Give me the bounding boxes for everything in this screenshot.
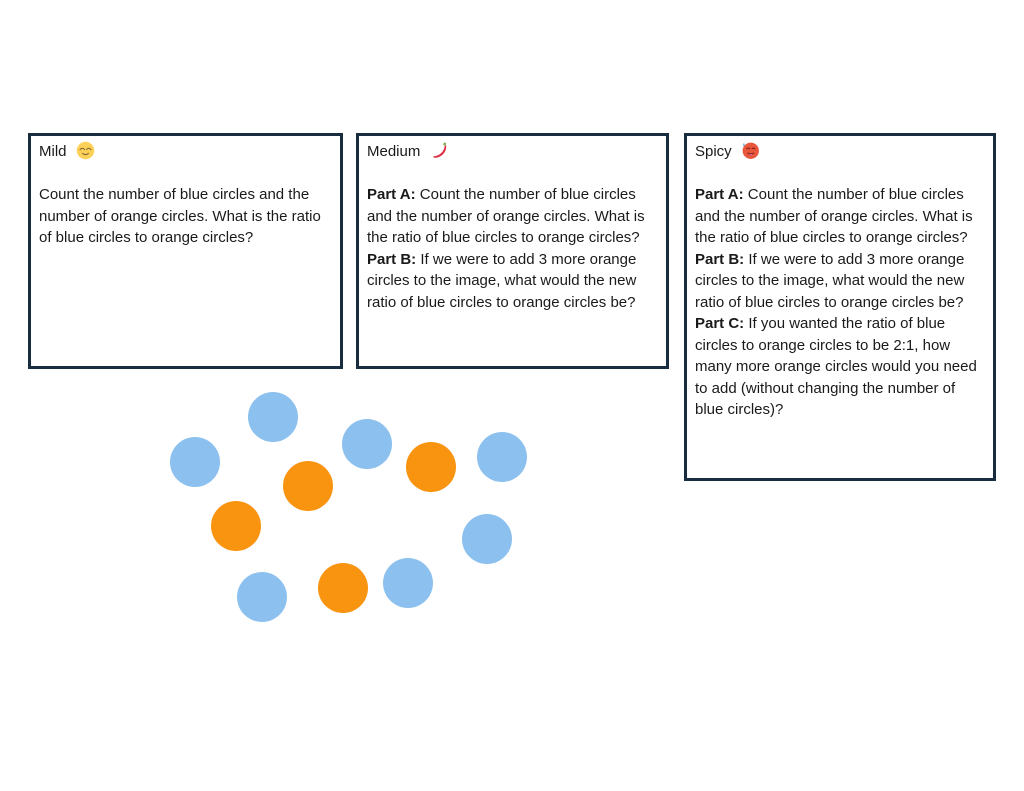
question-part: Part A: Count the number of blue circles…: [695, 184, 984, 249]
orange-circle: [283, 461, 333, 511]
part-label: Part B:: [695, 250, 745, 268]
spicy-card: Spicy Part A: Count the number of blue c…: [684, 133, 996, 481]
difficulty-label: Mild: [39, 143, 67, 160]
question-text: Part A: Count the number of blue circles…: [367, 184, 657, 313]
orange-circle: [318, 563, 368, 613]
orange-circle: [406, 442, 456, 492]
blue-circle: [477, 432, 527, 482]
medium-card: Medium Part A: Count the number of blue …: [356, 133, 669, 369]
part-label: Part A:: [695, 186, 744, 203]
part-text: If we were to add 3 more orange circles …: [367, 250, 637, 311]
question-part: Part A: Count the number of blue circles…: [367, 184, 657, 249]
blue-circle: [248, 392, 298, 442]
orange-circle: [211, 501, 261, 551]
blue-circle: [342, 419, 392, 469]
title-body-gap: [39, 163, 331, 185]
part-label: Part B:: [367, 250, 417, 268]
mild-card: Mild Count the number of blue circles an…: [28, 133, 343, 369]
question-part: Part B: If we were to add 3 more orange …: [367, 249, 657, 314]
part-label: Part A:: [367, 186, 416, 203]
blue-circle: [383, 558, 433, 608]
difficulty-label: Spicy: [695, 143, 732, 160]
difficulty-label: Medium: [367, 143, 421, 160]
card-title: Mild: [39, 141, 331, 163]
question-part: Part B: If we were to add 3 more orange …: [695, 249, 984, 314]
part-text: Count the number of blue circles and the…: [39, 186, 321, 246]
hot-face-emoji: [741, 141, 760, 160]
question-text: Count the number of blue circles and the…: [39, 184, 331, 249]
part-text: Count the number of blue circles and the…: [367, 186, 645, 246]
blue-circle: [237, 572, 287, 622]
part-label: Part C:: [695, 315, 745, 332]
title-body-gap: [367, 163, 657, 185]
hot-pepper-emoji: [430, 141, 449, 160]
relieved-face-emoji: [76, 141, 95, 160]
question-text: Part A: Count the number of blue circles…: [695, 184, 984, 421]
part-text: Count the number of blue circles and the…: [695, 186, 973, 246]
card-title: Spicy: [695, 141, 984, 163]
card-title: Medium: [367, 141, 657, 163]
part-text: If we were to add 3 more orange circles …: [695, 250, 965, 311]
part-text: If you wanted the ratio of blue circles …: [695, 315, 977, 418]
blue-circle: [170, 437, 220, 487]
question-part: Count the number of blue circles and the…: [39, 184, 331, 249]
title-body-gap: [695, 163, 984, 185]
blue-circle: [462, 514, 512, 564]
question-part: Part C: If you wanted the ratio of blue …: [695, 313, 984, 421]
